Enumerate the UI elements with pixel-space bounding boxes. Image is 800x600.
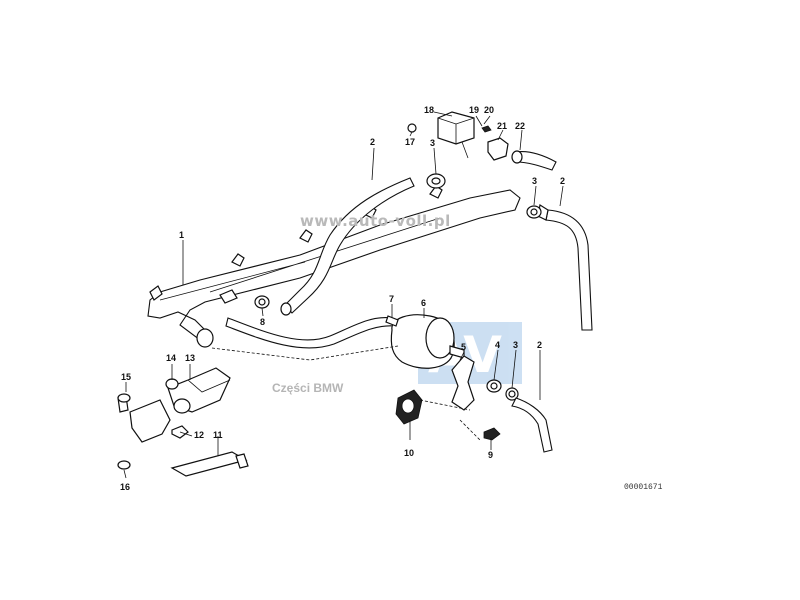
bracket-11 xyxy=(170,451,248,477)
callout-21: 21 xyxy=(497,121,507,131)
fuel-filter-6 xyxy=(385,314,465,369)
callout-2b: 2 xyxy=(560,176,565,186)
callout-15: 15 xyxy=(121,372,131,382)
hose-22-end xyxy=(511,150,523,164)
callout-3b: 3 xyxy=(532,176,537,186)
return-hose-7 xyxy=(225,317,396,349)
callout-5: 5 xyxy=(461,342,466,352)
callout-7: 7 xyxy=(389,294,394,304)
watermark-url: www.auto-voll.pl xyxy=(300,212,451,230)
callout-4: 4 xyxy=(495,340,500,350)
bolt-15-head xyxy=(117,393,131,403)
injector-stub-1 xyxy=(231,253,245,267)
callout-18: 18 xyxy=(424,105,434,115)
callout-2a: 2 xyxy=(370,137,375,147)
connector-21 xyxy=(487,137,509,161)
hose-22 xyxy=(515,151,557,171)
grommet-9 xyxy=(483,427,501,441)
clamp-3-lower xyxy=(505,387,519,401)
callout-2c: 2 xyxy=(537,340,542,350)
bracket-assembly-left xyxy=(117,367,249,477)
valve-body-edges xyxy=(437,117,475,144)
mount-13-edge xyxy=(187,379,231,393)
callout-9: 9 xyxy=(488,450,493,460)
valve-assembly xyxy=(407,111,557,171)
ref-line-mount xyxy=(419,399,481,441)
mount-13-eye xyxy=(173,398,191,414)
callout-14: 14 xyxy=(166,353,176,363)
hose-2-lower xyxy=(511,397,553,453)
leader-lines xyxy=(123,111,564,479)
bracket-plate-16 xyxy=(129,399,171,443)
washer-17 xyxy=(407,123,417,133)
callout-20: 20 xyxy=(484,105,494,115)
clamp-4 xyxy=(486,379,502,393)
callout-13: 13 xyxy=(185,353,195,363)
injector-stub-2 xyxy=(299,229,313,243)
callout-10: 10 xyxy=(404,448,414,458)
callout-3c: 3 xyxy=(513,340,518,350)
rubber-mount-10 xyxy=(395,389,423,425)
callout-19: 19 xyxy=(469,105,479,115)
callout-8: 8 xyxy=(260,317,265,327)
watermark-brand: Części BMW xyxy=(272,381,344,395)
hose-2-right xyxy=(545,209,593,331)
callout-11: 11 xyxy=(213,430,223,440)
hose-2-end xyxy=(280,302,292,316)
fuel-rail xyxy=(147,185,521,348)
nut-19 xyxy=(481,125,492,133)
washer-16 xyxy=(117,460,131,470)
clamp-3-right xyxy=(526,205,542,219)
rail-end-fitting xyxy=(196,328,214,348)
callout-16: 16 xyxy=(120,482,130,492)
rail-end-cap xyxy=(149,285,163,301)
drawing-code: 00001671 xyxy=(624,483,663,492)
callout-6: 6 xyxy=(421,298,426,308)
callout-1: 1 xyxy=(179,230,184,240)
callout-22: 22 xyxy=(515,121,525,131)
injector-stub-4 xyxy=(429,185,443,199)
bracket-11-tab xyxy=(235,453,249,469)
rail-mid-fitting xyxy=(219,289,238,304)
nut-14 xyxy=(165,378,179,390)
clamp-8 xyxy=(254,295,270,309)
clamp-3-upper xyxy=(426,173,446,189)
ref-line-filter xyxy=(211,345,399,361)
callouts: 1 2 2 2 3 3 3 4 5 6 7 8 9 10 11 12 13 14… xyxy=(120,105,565,492)
callout-3a: 3 xyxy=(430,138,435,148)
bracket-5 xyxy=(451,355,475,411)
callout-12: 12 xyxy=(194,430,204,440)
callout-17: 17 xyxy=(405,137,415,147)
valve-wire xyxy=(461,141,469,159)
